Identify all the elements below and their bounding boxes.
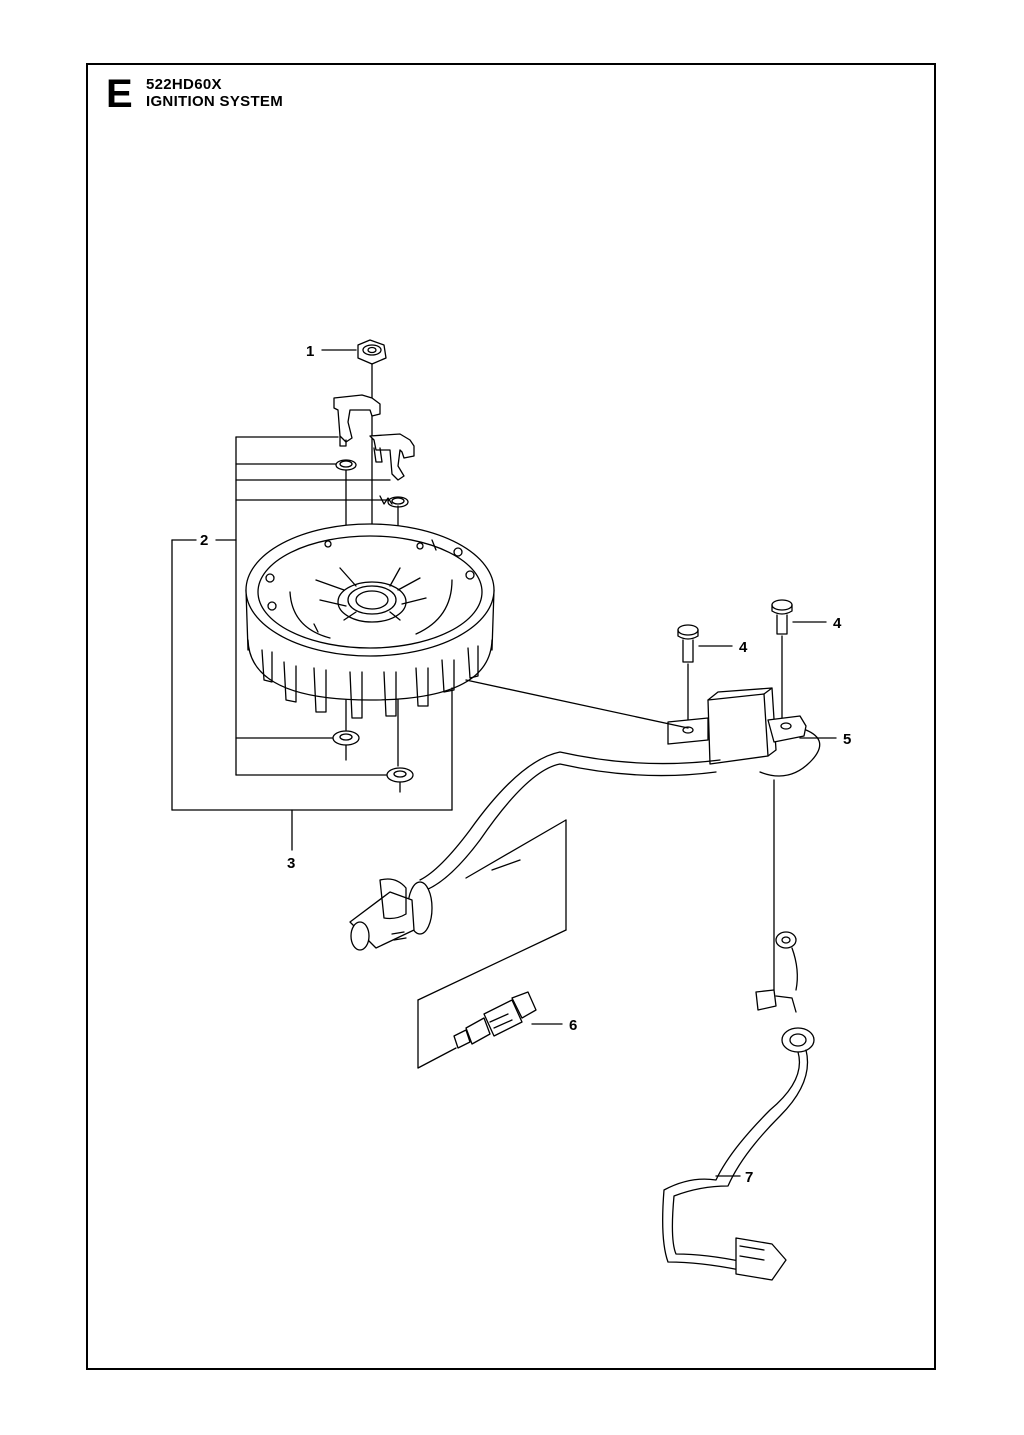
callout-2: 2: [200, 532, 208, 549]
drawing-frame: [86, 63, 936, 1370]
callout-3: 3: [287, 855, 295, 872]
bracket-lines-6: [417, 929, 567, 1069]
section-letter: E: [106, 72, 133, 116]
pawl-part: [333, 394, 415, 481]
nut-part: [357, 339, 387, 365]
stop-wire-part: [662, 931, 815, 1281]
spark-plug-boot-part: [349, 878, 433, 951]
spring-part: [335, 459, 409, 508]
bracket-lines-3: [171, 539, 453, 851]
callout-4b: 4: [833, 615, 842, 632]
spark-plug-part: [453, 991, 537, 1049]
callout-4a: 4: [739, 639, 748, 656]
flywheel-part: [245, 523, 495, 719]
page-title: IGNITION SYSTEM: [146, 93, 284, 110]
screw-part: [677, 599, 793, 663]
callout-7: 7: [745, 1169, 753, 1186]
ignition-module-part: [465, 679, 821, 777]
ht-lead: [419, 751, 721, 931]
callout-1: 1: [306, 343, 314, 360]
callout-5: 5: [843, 731, 851, 748]
washer-part: [332, 730, 414, 783]
model-number: 522HD60X: [146, 76, 222, 93]
leader-line-flywheel-module: [465, 679, 689, 729]
callout-6: 6: [569, 1017, 577, 1034]
